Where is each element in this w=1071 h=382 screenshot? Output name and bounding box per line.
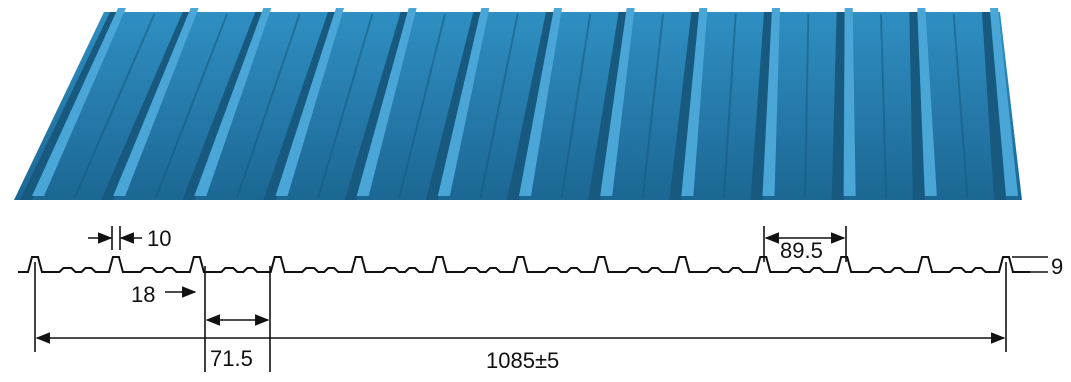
sheet-rib-shadow	[425, 12, 482, 200]
sheet-rib-shadow	[831, 12, 845, 200]
sheet-stiffener	[722, 13, 737, 199]
sheet-rib-top	[519, 8, 562, 196]
sheet-stiffener	[317, 13, 374, 199]
label-rib-pitch: 89.5	[780, 238, 823, 263]
sheet-rib-top	[32, 8, 126, 196]
sheet-rib-top	[437, 8, 490, 196]
sheet-stiffener	[73, 13, 156, 199]
sheet-rib-top	[194, 8, 272, 196]
sheet-stiffener	[880, 13, 888, 199]
label-rib-top-width: 10	[147, 226, 171, 251]
profile-section	[18, 256, 1030, 273]
sheet-rib-top	[275, 8, 344, 196]
sheet-rib-shadow	[263, 12, 336, 200]
label-valley-width: 71.5	[210, 346, 253, 371]
sheet-stiffener	[398, 13, 446, 199]
sheet-rib-shadow	[101, 12, 191, 200]
sheet-rib-shadow	[20, 12, 118, 200]
sheet-rib-top	[600, 8, 635, 196]
sheet-stiffener	[154, 13, 228, 199]
sheet-rib-top	[113, 8, 199, 196]
sheet-rib-shadow	[344, 12, 409, 200]
label-rib-height: 9	[1051, 254, 1063, 279]
sheet-rib-top	[762, 8, 780, 196]
sheet-stiffener	[804, 13, 810, 199]
sheet-rib-shadow	[669, 12, 700, 200]
label-total-width: 1085±5	[486, 348, 559, 373]
dimension-annotations	[34, 226, 1048, 372]
sheet-rib-shadow	[750, 12, 772, 200]
sheet-rib-top	[843, 8, 856, 196]
sheet-rib-shadow	[588, 12, 627, 200]
sheet-stiffener	[560, 13, 592, 199]
sheet-rib-shadow	[982, 12, 1006, 200]
sheet-rib-shadow	[182, 12, 264, 200]
sheet-stiffener	[952, 13, 969, 199]
sheet-stiffener	[641, 13, 664, 199]
sheet-rib-top	[681, 8, 708, 196]
roof-sheet-illustration	[14, 8, 1022, 200]
sheet-rib-shadow	[909, 12, 925, 200]
profile-line	[18, 256, 1030, 273]
sheet-ribs	[20, 8, 1018, 200]
sheet-rib-top	[990, 8, 1018, 196]
sheet-stiffener	[235, 13, 301, 199]
sheet-rib-top	[917, 8, 937, 196]
sheet-stiffener	[479, 13, 519, 199]
sheet-rib-top	[356, 8, 417, 196]
label-rib-base-offset: 18	[131, 282, 155, 307]
sheet-rib-shadow	[507, 12, 554, 200]
